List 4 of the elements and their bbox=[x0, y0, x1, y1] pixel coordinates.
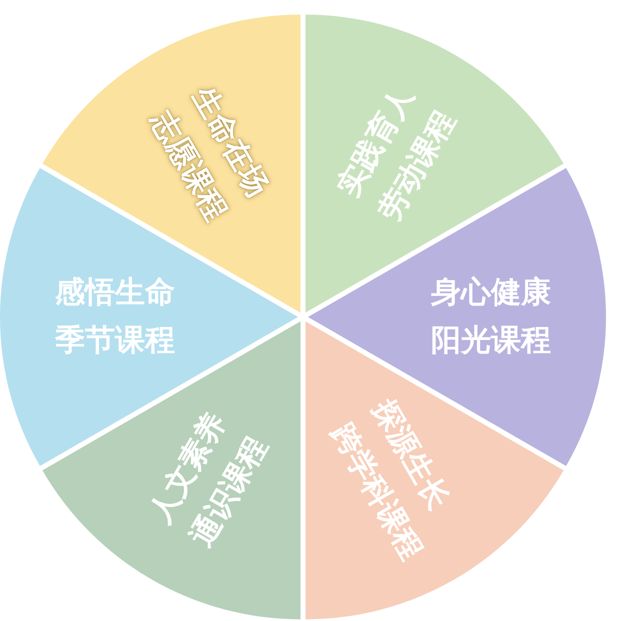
slice-title: 感悟生命 bbox=[55, 274, 175, 312]
slice-subtitle: 季节课程 bbox=[55, 322, 175, 360]
slice-title: 身心健康 bbox=[431, 274, 551, 312]
slice-subtitle: 阳光课程 bbox=[431, 322, 551, 360]
